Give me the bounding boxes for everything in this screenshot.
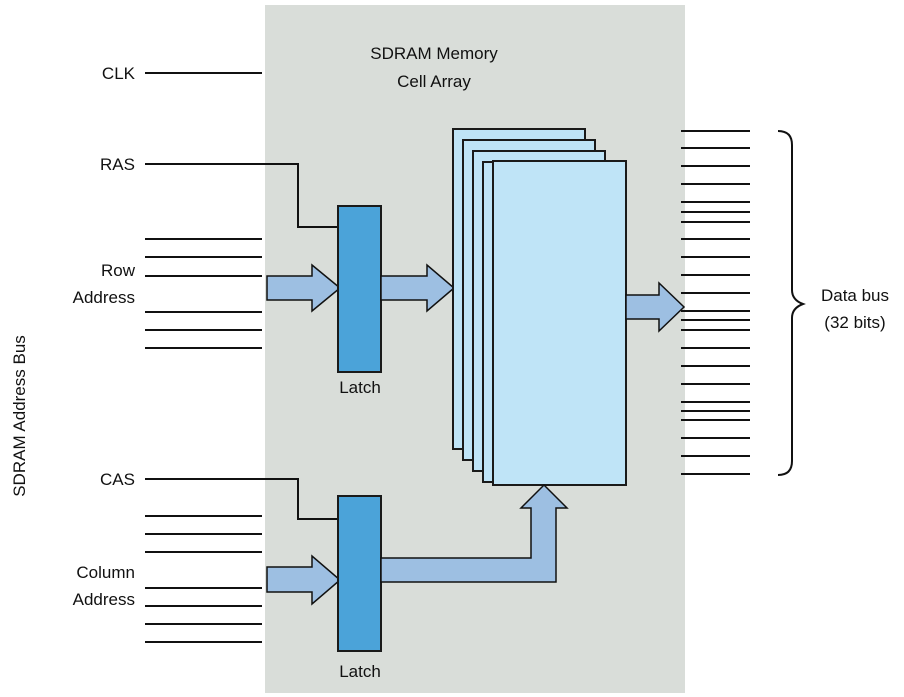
data-bus-label-line2: (32 bits) — [824, 313, 885, 332]
data-bus-brace — [777, 130, 806, 476]
row-latch — [337, 205, 382, 373]
cas-line — [145, 478, 338, 520]
column-latch — [337, 495, 382, 652]
data-out-arrow — [625, 281, 686, 333]
column-to-array-arrow — [380, 483, 569, 583]
column-address-lines — [145, 515, 262, 643]
memory-cell-planes — [452, 128, 627, 486]
row-address-arrow — [266, 263, 342, 313]
row-address-label-line1: Row — [101, 261, 136, 280]
data-bus-lines — [681, 130, 750, 475]
column-address-arrow — [266, 554, 342, 606]
ras-label: RAS — [100, 155, 135, 174]
column-address-label-line2: Address — [73, 590, 135, 609]
row-to-array-arrow — [380, 263, 456, 313]
column-address-label-line1: Column — [76, 563, 135, 582]
row-address-label-line2: Address — [73, 288, 135, 307]
array-title-line2: Cell Array — [397, 72, 471, 91]
row-address-lines — [145, 238, 262, 349]
memory-plane — [492, 160, 627, 486]
cas-label: CAS — [100, 470, 135, 489]
row-latch-label: Latch — [339, 378, 381, 397]
ras-line — [145, 163, 338, 228]
clk-label: CLK — [102, 64, 136, 83]
array-title-line1: SDRAM Memory — [370, 44, 498, 63]
row-label-backdrop — [60, 262, 142, 310]
column-latch-label: Latch — [339, 662, 381, 681]
data-bus-label-line1: Data bus — [821, 286, 889, 305]
column-label-backdrop — [50, 558, 142, 612]
address-bus-label: SDRAM Address Bus — [10, 335, 29, 497]
